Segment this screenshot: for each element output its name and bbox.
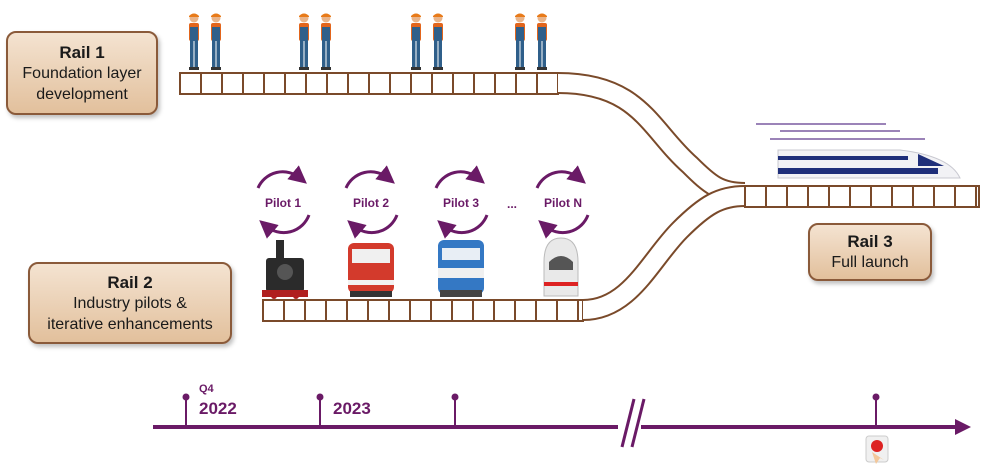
red-button-icon (865, 435, 889, 464)
rail-title: Rail 1 (59, 42, 105, 62)
worker-icon (411, 13, 421, 70)
worker-icon (321, 13, 331, 70)
timeline-break-icon (620, 398, 636, 448)
timeline-marker-1: Q4 2022 (182, 383, 237, 427)
worker-icon (189, 13, 199, 70)
rail-title: Rail 2 (107, 272, 153, 292)
marker-quarter-label: Q4 (199, 383, 215, 395)
pilot-cycle-2: Pilot 2 (344, 165, 399, 239)
rail-3-box: Rail 3 Full launch (808, 223, 932, 281)
high-speed-train-icon (756, 123, 961, 179)
worker-icon (515, 13, 525, 70)
rail-1-box: Rail 1 Foundation layer development (6, 31, 158, 115)
pilot-ellipsis: ... (507, 197, 517, 211)
pilot-label: Pilot 2 (353, 196, 389, 210)
timeline-marker-2: 2023 (316, 393, 371, 427)
rail-2-track (262, 185, 746, 322)
pilot-label: Pilot 3 (443, 196, 479, 210)
marker-year-label: 2023 (333, 399, 371, 418)
rail-description: Foundation layer development (22, 64, 142, 103)
worker-icon (433, 13, 443, 70)
pilot-label: Pilot 1 (265, 196, 301, 210)
rail-title: Rail 3 (847, 232, 893, 251)
timeline: Q4 2022 2023 (153, 383, 971, 464)
steam-locomotive-icon (262, 240, 308, 299)
pilot-cycle-3: Pilot 3 (434, 165, 489, 239)
rail-description: Industry pilots & iterative enhancements (47, 294, 213, 333)
timeline-marker-3 (451, 393, 459, 427)
rail-1-track (179, 72, 746, 204)
rail-3-track (744, 185, 980, 208)
electric-locomotive-icon (438, 240, 484, 297)
cycle-arrows-icon (434, 165, 485, 189)
timeline-arrow-icon (955, 419, 971, 435)
diesel-locomotive-icon (348, 243, 394, 297)
worker-icon (211, 13, 221, 70)
rail-2-box: Rail 2 Industry pilots & iterative enhan… (28, 262, 232, 344)
bullet-train-icon (543, 237, 579, 297)
timeline-marker-4 (872, 393, 880, 427)
pilot-cycle-n: Pilot N (535, 165, 590, 239)
marker-year-label: 2022 (199, 399, 237, 418)
pilot-label: Pilot N (544, 196, 582, 210)
rail-description: Full launch (831, 254, 909, 271)
worker-icon (537, 13, 547, 70)
pilot-cycle-1: Pilot 1 (256, 165, 311, 239)
cycle-arrows-icon (344, 165, 395, 189)
worker-icon (299, 13, 309, 70)
cycle-arrows-icon (535, 165, 586, 189)
workers-group (189, 13, 547, 70)
cycle-arrows-icon (256, 165, 307, 189)
